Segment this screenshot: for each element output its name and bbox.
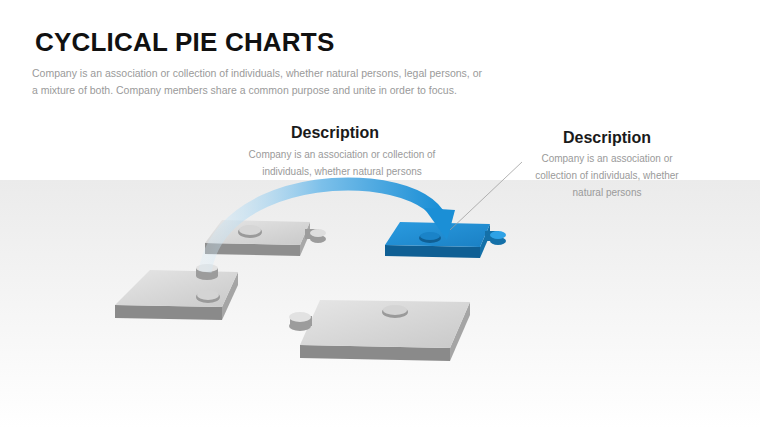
leader-line — [450, 162, 522, 230]
description-heading: Description — [225, 124, 445, 142]
ground-band — [0, 180, 760, 428]
slide-title: CYCLICAL PIE CHARTS — [35, 27, 334, 58]
description-heading: Description — [517, 129, 697, 147]
puzzle-piece — [289, 300, 470, 361]
description-body: Company is an association or collection … — [535, 150, 680, 201]
description-body: Company is an association or collection … — [242, 146, 442, 180]
puzzle-piece — [115, 264, 238, 320]
subtitle-text: Company is an association or collection … — [32, 65, 482, 99]
cycle-arrow — [205, 184, 455, 272]
